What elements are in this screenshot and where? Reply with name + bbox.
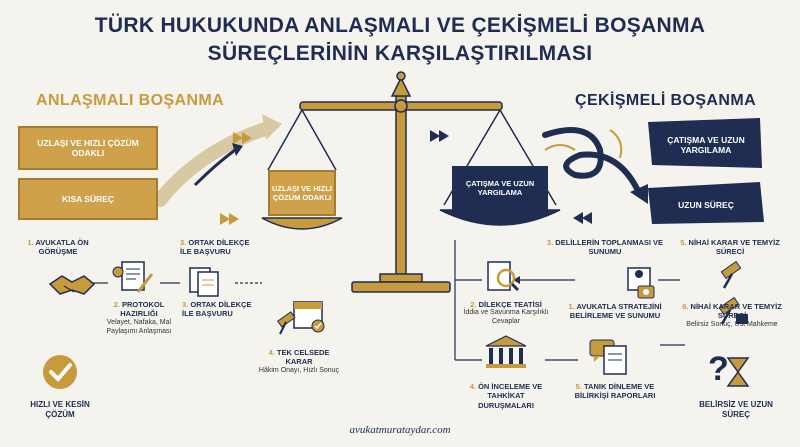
- left-top-box: UZLAŞI VE HIZLI ÇÖZÜM ODAKLI: [18, 126, 158, 170]
- left-heading: ANLAŞMALI BOŞANMA: [36, 92, 225, 109]
- chevrons-mid-left: [220, 213, 239, 225]
- right-pan-label: ÇATIŞMA VE UZUN YARGILAMA: [452, 166, 548, 210]
- right-step-5a: 5. NİHAİ KARAR VE TEMYİZ SÜRECİ: [680, 238, 780, 257]
- page-title-line1: TÜRK HUKUKUNDA ANLAŞMALI VE ÇEKİŞMELİ BO…: [94, 14, 706, 37]
- handshake-icon: [48, 275, 96, 295]
- left-pan-label: UZLAŞI VE HIZLI ÇÖZÜM ODAKLI: [268, 170, 336, 216]
- page-title-line2: SÜREÇLERİNİN KARŞILAŞTIRILMASI: [207, 42, 593, 65]
- left-step-3a: 3. ORTAK DİLEKÇE İLE BAŞVURU: [180, 238, 250, 257]
- left-bottom-box: KISA SÜREÇ: [18, 178, 158, 220]
- left-step-4: 4. TEK CELSEDE KARAR Hâkim Onayı, Hızlı …: [258, 348, 340, 374]
- right-top-box-shape: [648, 118, 762, 168]
- question-hourglass-icon: ?: [708, 350, 750, 388]
- left-step-2: 2. PROTOKOL HAZIRLIĞI Velayet, Nafaka, M…: [106, 300, 172, 335]
- chevrons-mid-right: [573, 212, 592, 224]
- check-badge-icon: [43, 355, 77, 389]
- right-step-3: 3. DELİLLERİN TOPLANMASI VE SUNUMU: [546, 238, 664, 257]
- right-result: BELİRSİZ VE UZUN SÜREÇ: [699, 400, 773, 419]
- scale-of-justice: [261, 71, 561, 293]
- footer-website[interactable]: avukatmurataydar.com: [349, 424, 451, 436]
- right-bottom-box-shape: [648, 182, 764, 224]
- courthouse-icon: [485, 335, 527, 368]
- right-bottom-box: UZUN SÜREÇ: [678, 199, 734, 210]
- gavel-icon: [720, 260, 742, 289]
- left-curved-arrow: [153, 121, 275, 207]
- left-result: HIZLI VE KESİN ÇÖZÜM: [30, 400, 90, 419]
- left-small-arrowhead: [232, 143, 243, 156]
- right-top-box: ÇATIŞMA VE UZUN YARGILAMA: [667, 134, 745, 155]
- svg-text:?: ?: [708, 350, 729, 388]
- document-pen-icon: [112, 261, 154, 293]
- right-thin-arrow-2: [609, 129, 623, 159]
- gavel-calendar-icon: [277, 301, 325, 335]
- right-step-5b: 5. TANIK DİNLEME VE BİLİRKİŞİ RAPORLARI: [574, 382, 656, 401]
- appeal-gavel-icon: [718, 296, 748, 325]
- right-swirl-arrowhead: [630, 184, 648, 204]
- right-step-6: 6. NİHAİ KARAR VE TEMYİZ SÜRECİ Belirsiz…: [682, 302, 782, 328]
- right-step-1: 1. AVUKATLA STRATEJİNİ BELİRLEME VE SUNU…: [568, 302, 662, 321]
- chevrons-top-left: [233, 132, 252, 144]
- right-heading: ÇEKİŞMELİ BOŞANMA: [575, 92, 757, 109]
- left-small-arrow: [193, 148, 236, 187]
- witness-report-icon: [589, 339, 627, 375]
- left-curved-arrowhead: [262, 114, 282, 140]
- right-thin-arrow-1: [544, 144, 576, 151]
- magnifier-documents-icon: [487, 261, 520, 292]
- evidence-camera-icon: [627, 267, 655, 299]
- right-step-2: 2. DİLEKÇE TEATİSİ İddia ve Savunma Karş…: [463, 300, 549, 326]
- left-step-3b: 3. ORTAK DİLEKÇE İLE BAŞVURU: [182, 300, 252, 319]
- left-step-1: 1. AVUKATLA ÖN GÖRÜŞME: [27, 238, 89, 257]
- joint-petition-icon: [189, 267, 219, 297]
- right-step-4: 4. ÖN İNCELEME VE TAHKİKAT DURUŞMALARI: [469, 382, 543, 410]
- right-swirl-arrow: [542, 127, 643, 198]
- chevrons-top-right: [430, 130, 449, 142]
